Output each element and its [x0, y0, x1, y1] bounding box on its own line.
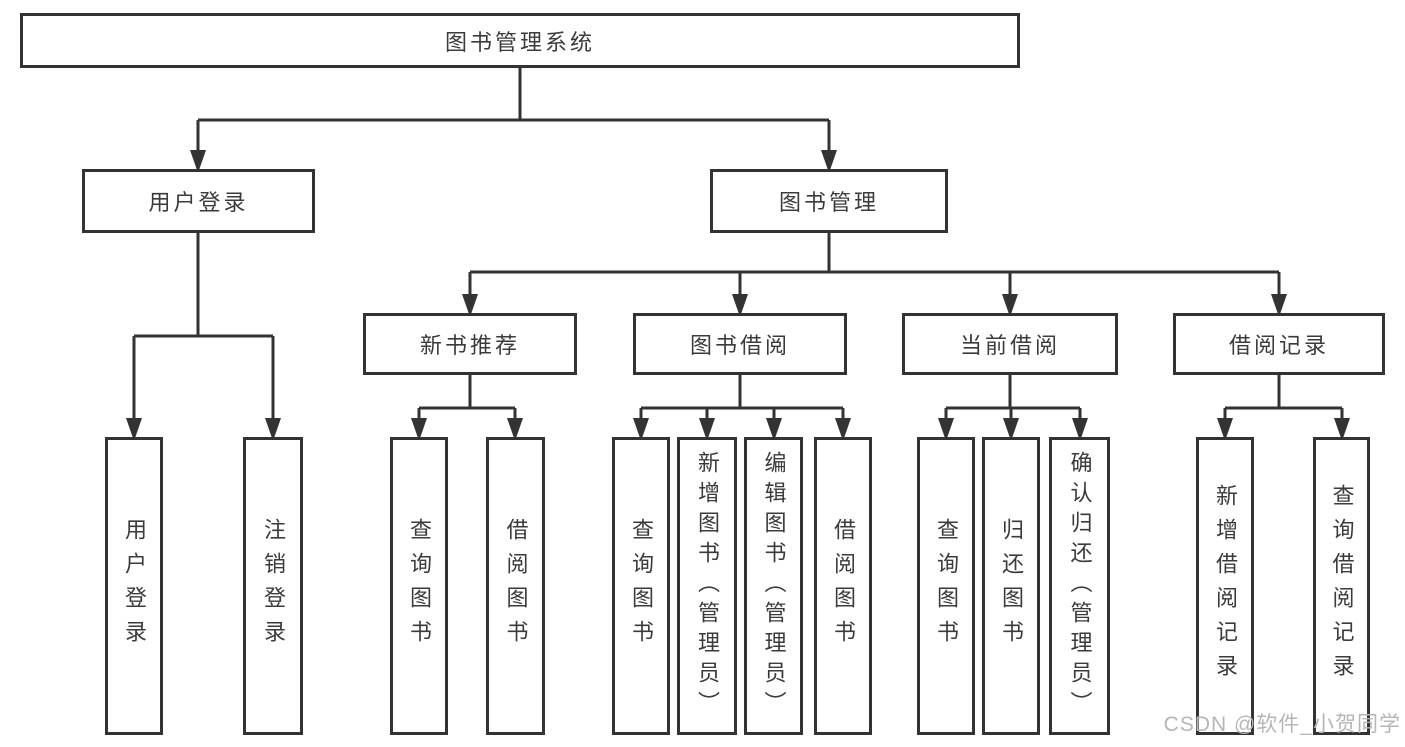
leaf-borrow-books-2: 借阅图书: [814, 437, 872, 735]
node-label: 新书推荐: [419, 333, 520, 358]
node-label: 用户登录: [122, 518, 147, 654]
leaf-confirm-return-admin: 确认归还（管理员）: [1049, 437, 1110, 735]
leaf-user-login: 用户登录: [105, 437, 163, 735]
node-new-book-recommend: 新书推荐: [363, 313, 577, 375]
leaf-query-books-2: 查询图书: [612, 437, 670, 735]
leaf-logout: 注销登录: [243, 437, 303, 735]
node-label: 新增借阅记录: [1213, 484, 1238, 688]
leaf-edit-book-admin: 编辑图书（管理员）: [744, 437, 803, 735]
node-label: 编辑图书（管理员）: [761, 451, 787, 721]
node-label: 注销登录: [261, 518, 286, 654]
node-label: 查询借阅记录: [1329, 484, 1355, 688]
node-label: 确认归还（管理员）: [1067, 451, 1093, 721]
leaf-add-book-admin: 新增图书（管理员）: [677, 437, 737, 735]
node-label: 当前借阅: [959, 333, 1060, 358]
leaf-query-borrow-record: 查询借阅记录: [1313, 437, 1370, 735]
leaf-add-borrow-record: 新增借阅记录: [1196, 437, 1254, 735]
node-book-management: 图书管理: [710, 169, 948, 233]
node-book-borrowing: 图书借阅: [633, 313, 847, 375]
node-label: 借阅记录: [1228, 333, 1329, 358]
node-label: 借阅图书: [503, 518, 529, 654]
node-label: 借阅图书: [831, 518, 856, 654]
node-label: 图书借阅: [689, 333, 790, 358]
leaf-query-books-1: 查询图书: [390, 437, 448, 735]
node-label: 图书管理: [778, 190, 879, 215]
leaf-borrow-books-1: 借阅图书: [486, 437, 545, 735]
node-library-management-system: 图书管理系统: [20, 13, 1020, 68]
node-label: 图书管理系统: [444, 29, 595, 55]
node-user-login: 用户登录: [82, 169, 315, 233]
leaf-return-book: 归还图书: [982, 437, 1040, 735]
node-label: 用户登录: [148, 190, 249, 215]
node-label: 查询图书: [407, 518, 432, 654]
node-borrowing-records: 借阅记录: [1173, 313, 1385, 375]
node-label: 新增图书（管理员）: [695, 451, 720, 721]
node-label: 查询图书: [629, 518, 654, 654]
leaf-query-books-3: 查询图书: [917, 437, 975, 735]
node-current-borrowing: 当前借阅: [902, 313, 1118, 375]
csdn-watermark: CSDN @软件_小贺同学: [1163, 713, 1401, 736]
node-label: 查询图书: [934, 518, 959, 654]
node-label: 归还图书: [999, 518, 1024, 654]
